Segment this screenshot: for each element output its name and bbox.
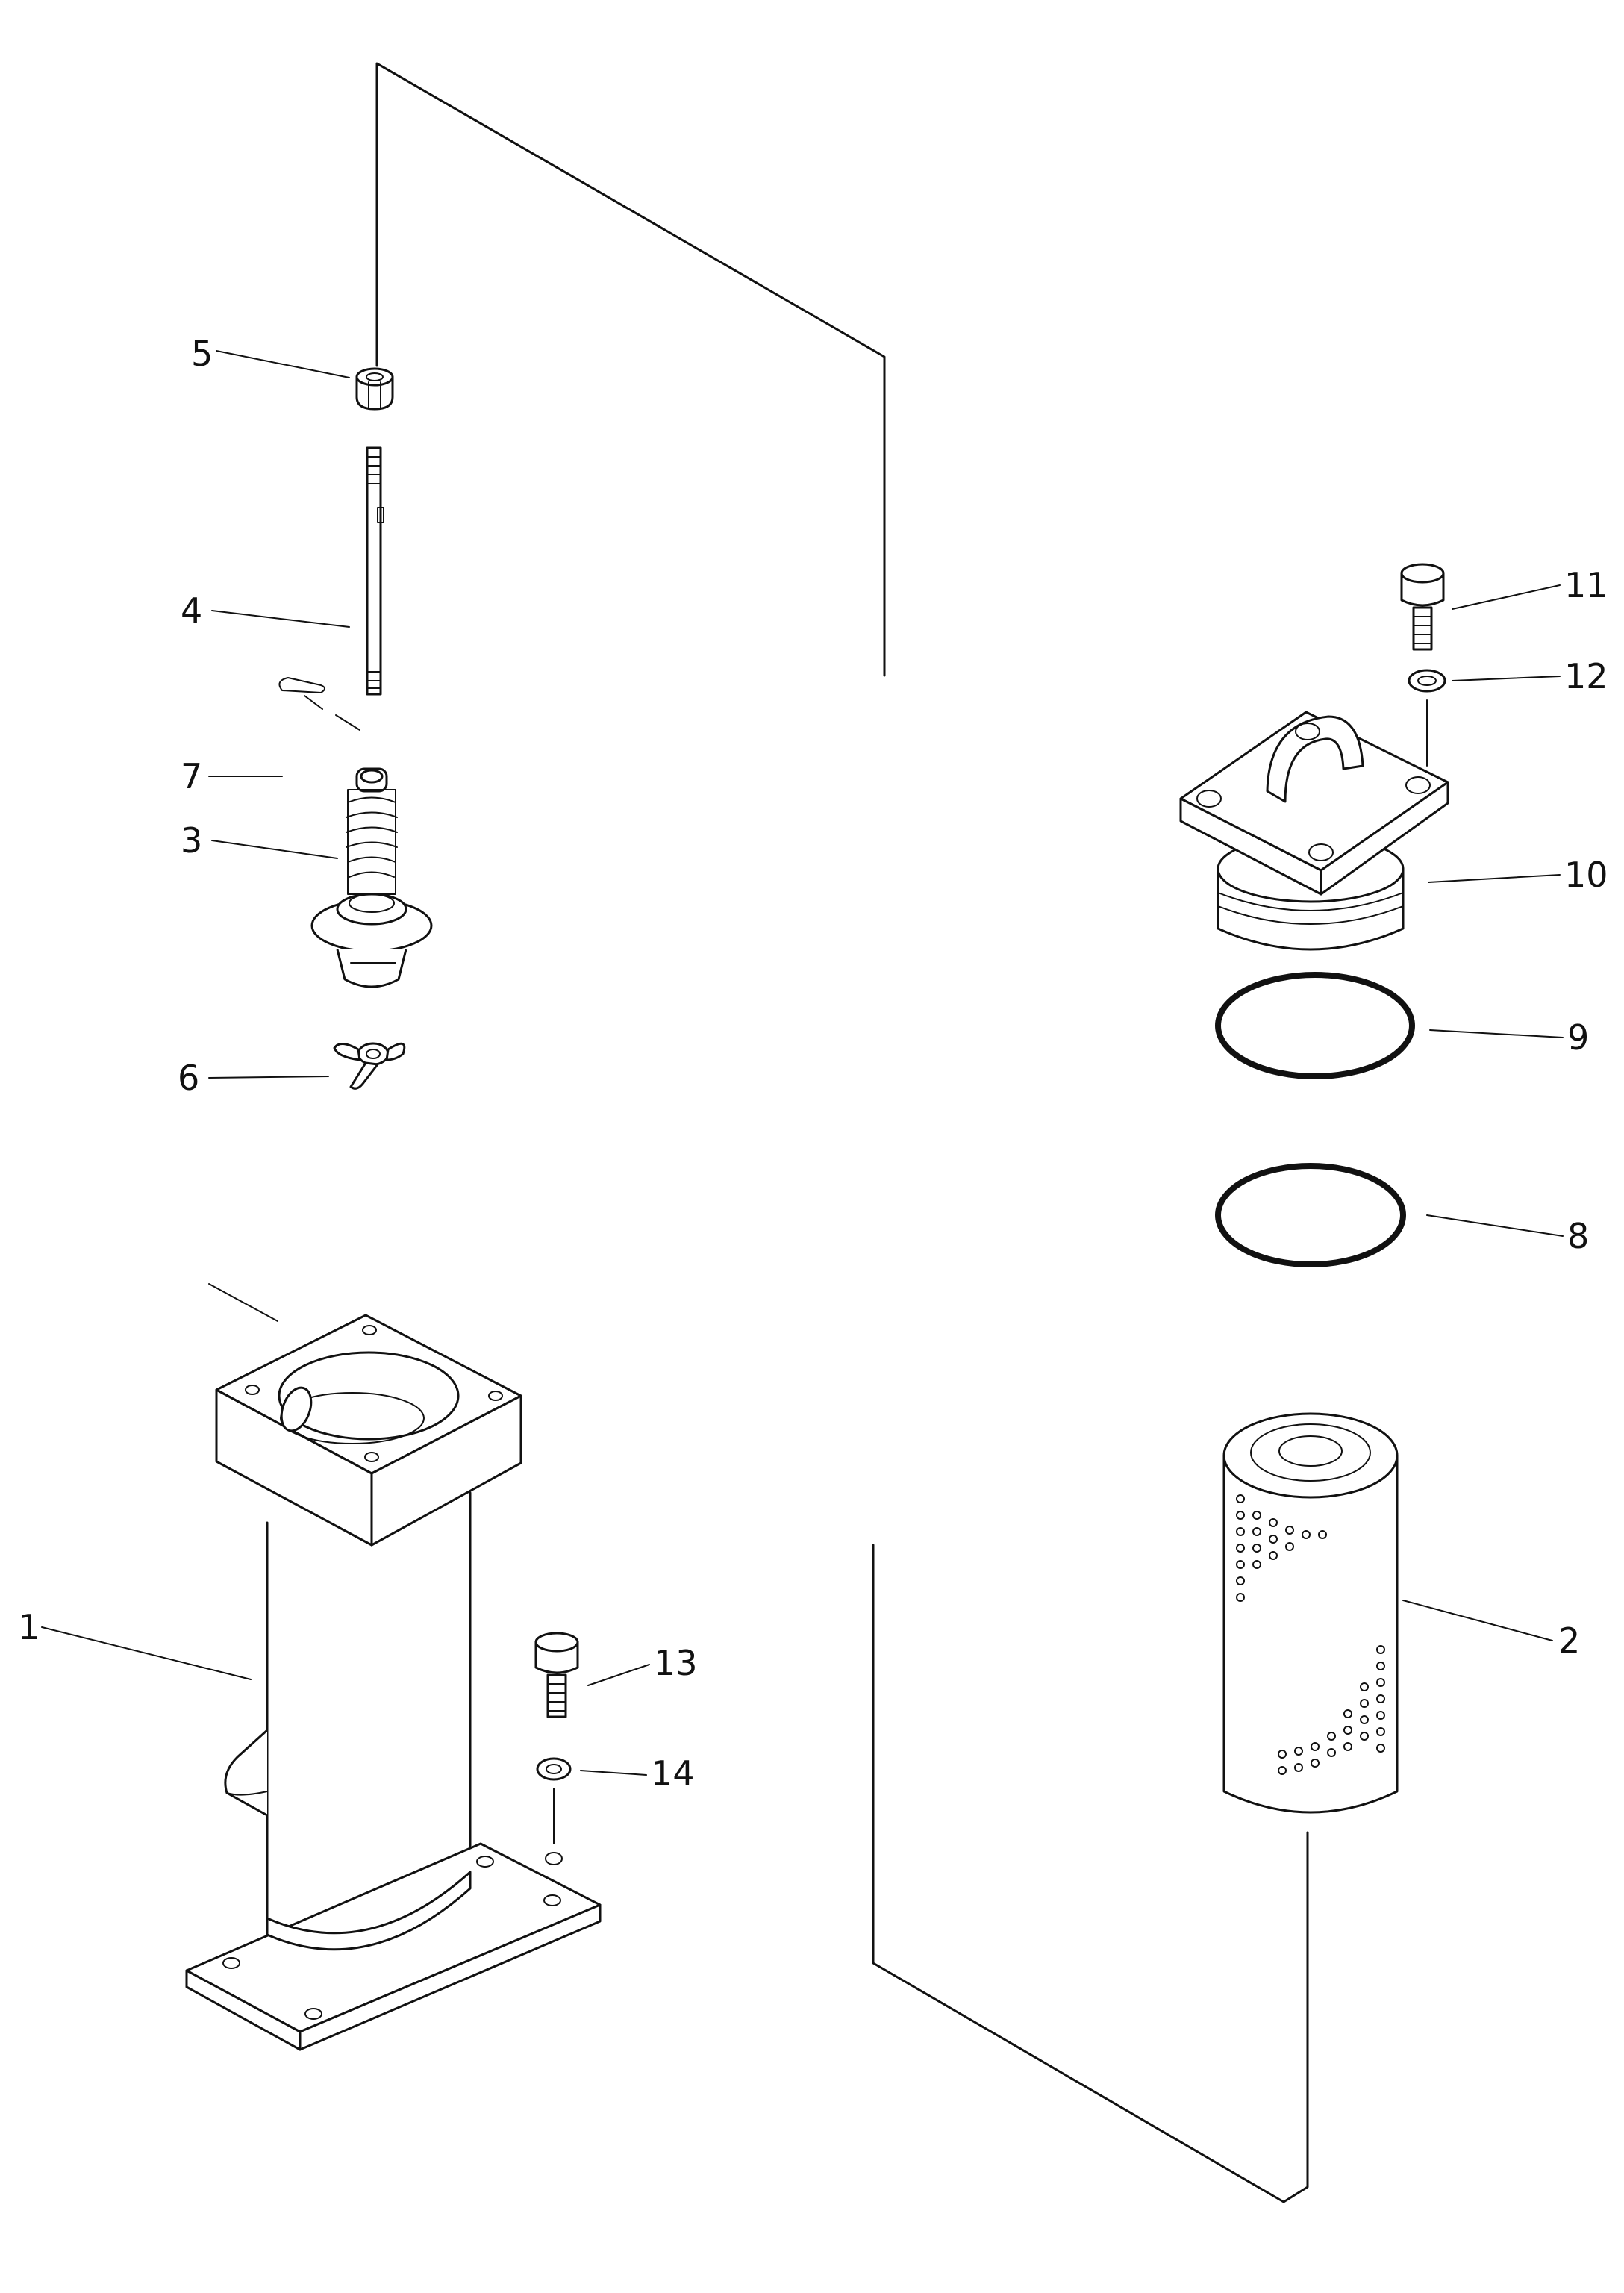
callout-6: 6	[178, 1058, 199, 1098]
part-9-o-ring	[1215, 972, 1415, 1079]
callout-3: 3	[181, 820, 202, 861]
leader-lines	[41, 350, 1564, 1776]
assembly-boundary-lines	[375, 62, 1309, 2203]
callout-5: 5	[191, 334, 213, 374]
callout-2: 2	[1558, 1620, 1580, 1661]
callout-14: 14	[651, 1753, 695, 1794]
callout-7: 7	[181, 756, 202, 796]
callout-9: 9	[1567, 1017, 1589, 1058]
callout-1: 1	[18, 1607, 40, 1647]
callout-12: 12	[1564, 656, 1608, 696]
part-6-wing-nut	[333, 1042, 406, 1090]
callout-11: 11	[1564, 565, 1608, 605]
part-8-o-ring	[1215, 1163, 1406, 1267]
part-13-bolt	[534, 1632, 579, 1718]
part-3-valve	[310, 767, 433, 988]
part-1-filter-housing	[185, 1314, 602, 2051]
part-2-filter-element	[1222, 1412, 1399, 1814]
part-14-lock-washer	[536, 1757, 572, 1865]
part-11-bolt	[1400, 563, 1445, 651]
callout-8: 8	[1567, 1216, 1589, 1256]
filter-perforation-holes	[1236, 1494, 1385, 1775]
part-7-pin	[278, 677, 360, 731]
callout-13: 13	[654, 1643, 698, 1683]
part-5-nut	[355, 367, 394, 411]
part-12-washer	[1408, 669, 1446, 767]
callout-10: 10	[1564, 855, 1608, 895]
part-4-rod	[366, 446, 384, 696]
part-10-cover	[1179, 711, 1449, 951]
callout-labels: 5 4 7 3 6 1 13 14 11 12 10 9 8 2	[18, 334, 1608, 1794]
callout-4: 4	[181, 590, 202, 631]
